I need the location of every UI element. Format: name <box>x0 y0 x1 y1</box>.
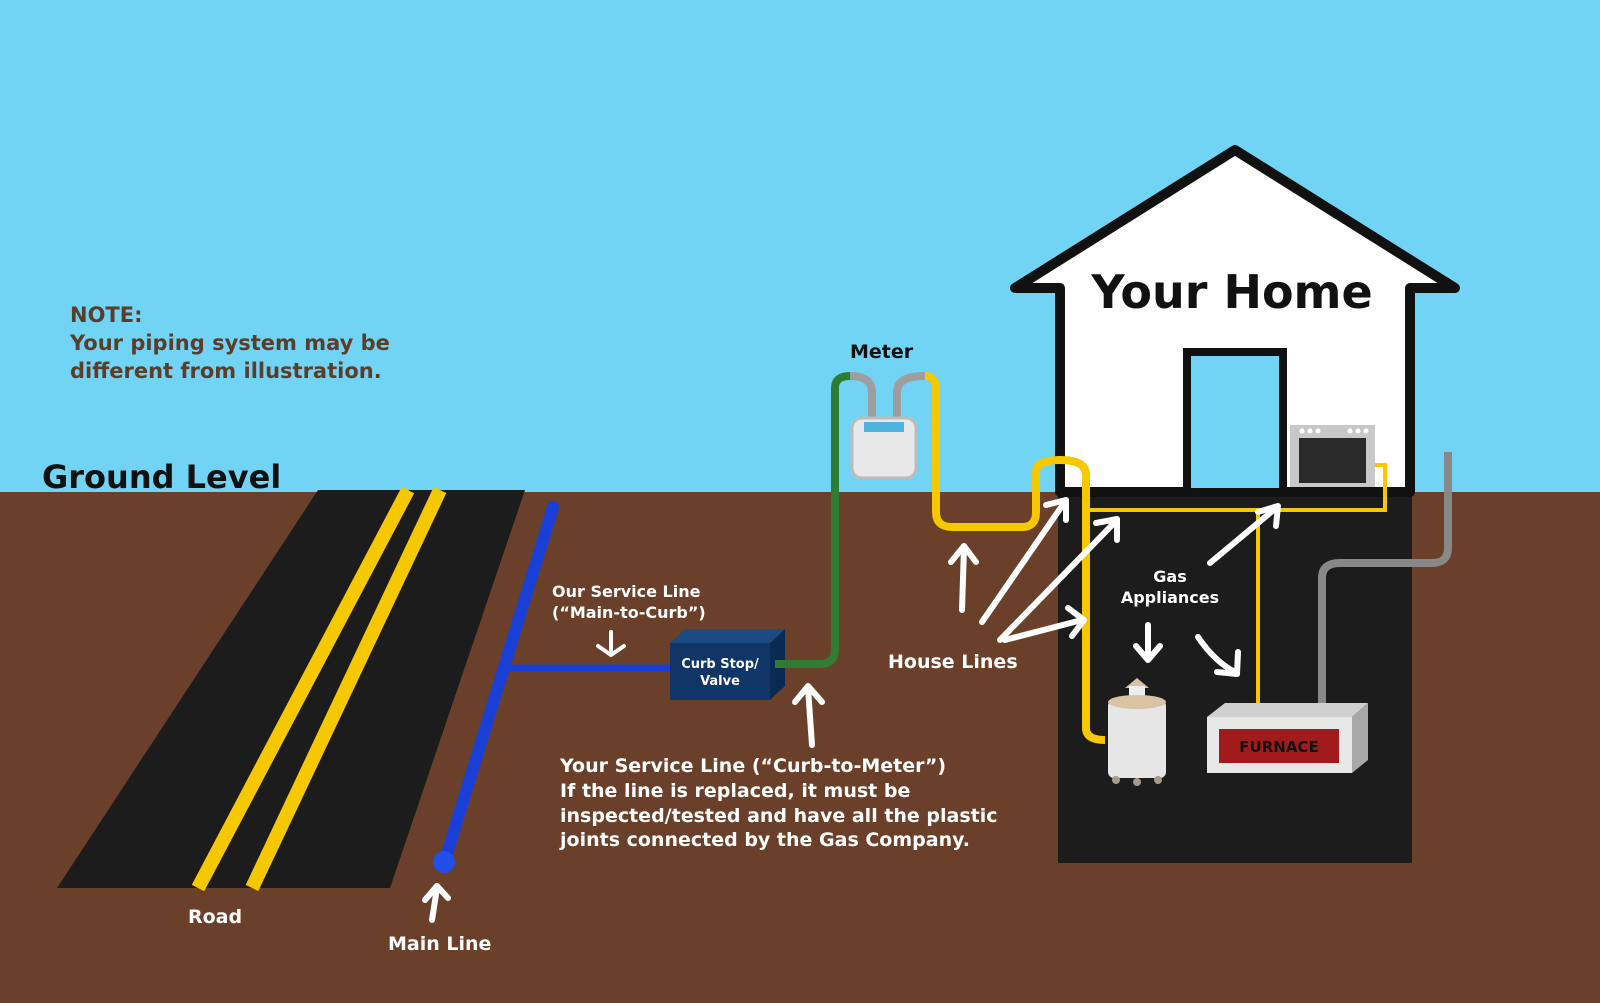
gas-meter <box>849 372 926 480</box>
our-service-line-arrow <box>596 630 626 657</box>
svg-text:(“Main-to-Curb”): (“Main-to-Curb”) <box>552 603 706 622</box>
note: NOTE: Your piping system may be differen… <box>69 303 390 383</box>
svg-text:Appliances: Appliances <box>1121 588 1219 607</box>
svg-text:FURNACE: FURNACE <box>1239 738 1318 756</box>
svg-text:inspected/tested and have all: inspected/tested and have all the plasti… <box>560 805 998 827</box>
svg-text:If the line is replaced, it mu: If the line is replaced, it must be <box>560 780 910 802</box>
your-home-label: Your Home <box>1090 265 1372 319</box>
house-lines-pipe <box>924 372 1387 744</box>
house-lines-label: House Lines <box>888 651 1018 673</box>
road-label: Road <box>188 906 242 928</box>
svg-text:different from illustration.: different from illustration. <box>70 359 382 383</box>
water-heater <box>1108 678 1166 786</box>
ground-level-label: Ground Level <box>42 458 281 496</box>
house-lines-arrows <box>948 497 1120 643</box>
main-line-label: Main Line <box>388 933 491 955</box>
oven <box>1290 425 1375 487</box>
svg-text:Curb Stop/: Curb Stop/ <box>681 657 759 672</box>
svg-text:NOTE:: NOTE: <box>70 303 143 327</box>
svg-text:joints connected by the Gas Co: joints connected by the Gas Company. <box>559 829 970 851</box>
meter-label: Meter <box>850 341 914 363</box>
svg-text:Gas: Gas <box>1153 567 1186 586</box>
gas-appliances-arrows <box>1133 503 1281 677</box>
your-service-line-label: Your Service Line (“Curb-to-Meter”) If t… <box>559 755 998 851</box>
your-service-line-pipe <box>775 372 851 668</box>
house <box>1010 145 1460 863</box>
our-service-line-label: Our Service Line (“Main-to-Curb”) <box>552 582 706 622</box>
door <box>1183 348 1287 496</box>
vent-pipe <box>1318 452 1452 705</box>
curb-stop-valve: Curb Stop/ Valve <box>670 629 785 700</box>
furnace: FURNACE <box>1207 703 1368 773</box>
your-service-line-arrow <box>792 683 825 748</box>
svg-text:Our Service Line: Our Service Line <box>552 582 701 601</box>
main-line-pipe <box>433 501 672 873</box>
svg-text:Your piping system may be: Your piping system may be <box>69 331 390 355</box>
main-line-arrow <box>422 883 451 923</box>
gas-appliances-label: Gas Appliances <box>1121 567 1219 607</box>
road <box>57 486 525 892</box>
svg-text:Your Service Line (“Curb-to-Me: Your Service Line (“Curb-to-Meter”) <box>559 755 946 777</box>
svg-text:Valve: Valve <box>700 674 740 689</box>
